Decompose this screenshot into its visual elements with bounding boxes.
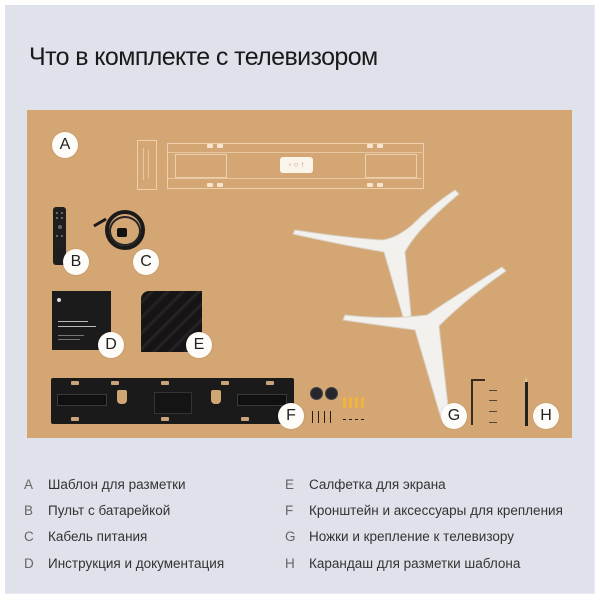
badge-d: D xyxy=(98,332,124,358)
legend-text: Ножки и крепление к телевизору xyxy=(309,529,514,544)
hex-key xyxy=(471,379,485,425)
legend-text: Инструкция и документация xyxy=(48,556,225,571)
remote-control xyxy=(53,207,66,265)
badge-b: B xyxy=(63,249,89,275)
pencil-tip xyxy=(525,376,527,382)
badge-a: A xyxy=(52,132,78,158)
wall-bracket xyxy=(51,378,294,424)
badge-h: H xyxy=(533,403,559,429)
legend-letter: B xyxy=(24,503,34,518)
tv-stand-legs xyxy=(292,189,507,419)
badge-e: E xyxy=(186,332,212,358)
badge-c: C xyxy=(133,249,159,275)
legend-letter: D xyxy=(24,556,34,571)
template-center-label: ◦ ○ ↑ xyxy=(280,157,313,173)
legend-letter: A xyxy=(24,477,34,492)
legend-letter: E xyxy=(285,477,295,492)
package-contents-card: Что в комплекте с телевизором ◦ ○ ↑ xyxy=(5,5,595,594)
badge-g: G xyxy=(441,403,467,429)
page-title: Что в комплекте с телевизором xyxy=(29,43,378,71)
legend-text: Кабель питания xyxy=(48,529,148,544)
legend-letter: G xyxy=(285,529,296,544)
legend-text: Карандаш для разметки шаблона xyxy=(309,556,521,571)
legend-text: Салфетка для экрана xyxy=(309,477,446,492)
badge-f: F xyxy=(278,403,304,429)
legend-text: Шаблон для разметки xyxy=(48,477,186,492)
legend-letter: H xyxy=(285,556,295,571)
legend-letter: F xyxy=(285,503,294,518)
legend-text: Пульт с батарейкой xyxy=(48,503,171,518)
legend-text: Кронштейн и аксессуары для крепления xyxy=(309,503,563,518)
legend-letter: C xyxy=(24,529,34,544)
marking-pencil xyxy=(525,382,528,426)
product-photo: ◦ ○ ↑ xyxy=(27,110,572,438)
